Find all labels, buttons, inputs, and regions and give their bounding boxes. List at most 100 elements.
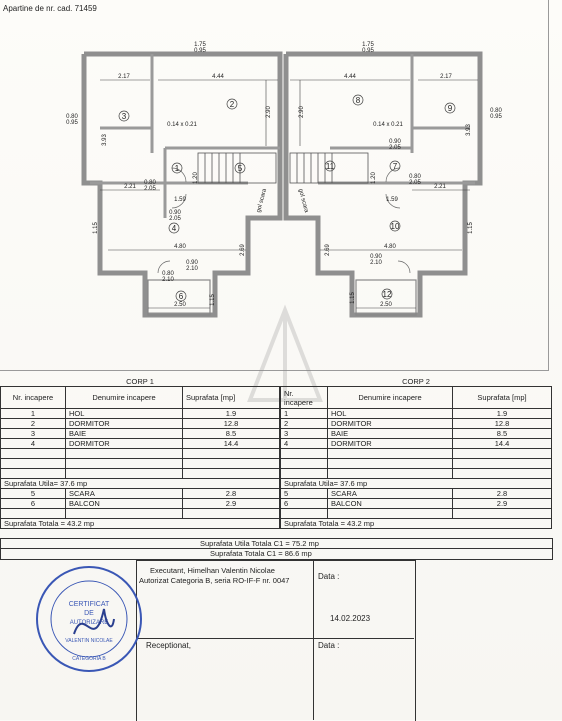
room-label-3: 3: [122, 112, 127, 121]
dim-115-left: 1.15: [93, 222, 99, 234]
cell: 1.9: [452, 408, 552, 419]
cell: 6: [0, 498, 66, 509]
corp2-header-name: Denumire incapere: [327, 386, 453, 409]
cell: BAIE: [65, 428, 183, 439]
dim-095-window-left: 0.95: [66, 120, 78, 126]
dim-080-balcony-left: 0.80: [162, 271, 174, 277]
dim-159-right: 1.59: [386, 197, 398, 203]
dim-444-left: 4.44: [212, 74, 224, 80]
cell: 2.9: [452, 498, 552, 509]
cell: 2: [280, 418, 328, 429]
dim-159-left: 1.59: [174, 197, 186, 203]
cell: 2.8: [182, 488, 280, 499]
dim-115-balcony-left: 1.15: [210, 294, 216, 306]
dim-250-left: 2.50: [174, 302, 186, 308]
signature-mark: [73, 608, 115, 635]
corp1-title: CORP 1: [126, 377, 154, 386]
dim-115-balcony-right: 1.15: [350, 292, 356, 304]
cell: HOL: [65, 408, 183, 419]
cell: 6: [280, 498, 328, 509]
dim-090-balcony-right: 0.90: [370, 254, 382, 260]
cell: 1.9: [182, 408, 280, 419]
summary-box: [0, 538, 553, 560]
gol-scara-left: gol scara: [256, 188, 268, 214]
cell: DORMITOR: [65, 438, 183, 449]
cell: DORMITOR: [327, 438, 453, 449]
dim-210-balcony-right: 2.10: [370, 260, 382, 266]
floor-plan: 3 2 1 4 5 6 7 8 9 10 11 12 1.75 0.95 1.7…: [0, 18, 562, 370]
summary-divider: [0, 548, 552, 549]
stamp-text-1: CERTIFICAT: [69, 601, 110, 608]
dim-269-right: 2.69: [325, 244, 331, 256]
room-label-5: 5: [238, 164, 243, 173]
dim-210-balcony-left: 2.10: [162, 277, 174, 283]
room-label-2: 2: [230, 100, 235, 109]
corp2-header-nr: Nr. incapere: [280, 386, 328, 409]
dim-090-right: 0.90: [389, 139, 401, 145]
dim-205-right-b: 2.05: [409, 180, 421, 186]
data-label-2: Data :: [318, 641, 340, 650]
gol-scara-right: gol scara: [297, 188, 309, 214]
cell: DORMITOR: [327, 418, 453, 429]
stamp-text-4: VALENTIN NICOLAE: [65, 638, 113, 644]
dim-205-left-b: 2.05: [169, 216, 181, 222]
cell: 8.5: [182, 428, 280, 439]
dim-window-top-right: 1.75: [362, 42, 374, 48]
cell: HOL: [327, 408, 453, 419]
cell: 2.9: [182, 498, 280, 509]
frame-bottom-border: [0, 370, 549, 371]
room-label-6: 6: [179, 292, 184, 301]
corp1-header-name: Denumire incapere: [65, 386, 183, 409]
room-label-9: 9: [448, 104, 453, 113]
corp1-table: CORP 1 Nr. incapere Denumire incapere Su…: [0, 377, 280, 529]
cell: SCARA: [65, 488, 183, 499]
floor-plan-drawing: 3 2 1 4 5 6 7 8 9 10 11 12 1.75 0.95 1.7…: [66, 42, 502, 318]
dim-080-left: 0.80: [144, 180, 156, 186]
room-label-12: 12: [383, 290, 392, 299]
cell: 1: [0, 408, 66, 419]
executant-authorization: Autorizat Categoria B, seria RO-IF-F nr.…: [139, 576, 290, 585]
cell: SCARA: [327, 488, 453, 499]
receptionat-label: Receptionat,: [146, 641, 191, 650]
cell: DORMITOR: [65, 418, 183, 429]
dim-480-left: 4.80: [174, 244, 186, 250]
stamp-text-2: DE: [84, 610, 94, 617]
cell: 14.4: [452, 438, 552, 449]
cell: 8.5: [452, 428, 552, 439]
room-label-1: 1: [175, 164, 180, 173]
dim-269-left: 2.69: [240, 244, 246, 256]
cell: 1: [280, 408, 328, 419]
data-label: Data :: [318, 572, 340, 581]
dim-080-right: 0.80: [409, 174, 421, 180]
dim-205-right: 2.05: [389, 145, 401, 151]
corp1-header-nr: Nr. incapere: [0, 386, 66, 409]
corp2-header-area: Suprafata [mp]: [452, 386, 552, 409]
room-label-11: 11: [326, 162, 335, 171]
dim-vent-left: 0.14 x 0.21: [167, 122, 197, 128]
dim-095-window-right: 0.95: [490, 114, 502, 120]
cell: BAIE: [327, 428, 453, 439]
dim-217-right: 2.17: [440, 74, 452, 80]
corp1-total: Suprafata Totala = 43.2 mp: [0, 518, 280, 529]
cell: 4: [0, 438, 66, 449]
room-label-10: 10: [391, 222, 400, 231]
dim-290-left: 2.90: [266, 106, 272, 118]
stamp-text-3: AUTORIZARE: [70, 620, 109, 626]
cell: 2: [0, 418, 66, 429]
cell: 3: [280, 428, 328, 439]
cell: BALCON: [327, 498, 453, 509]
frame-right-border: [548, 0, 549, 370]
dim-115-right: 1.15: [468, 222, 474, 234]
dim-290-right: 2.90: [299, 106, 305, 118]
dim-480-right: 4.80: [384, 244, 396, 250]
